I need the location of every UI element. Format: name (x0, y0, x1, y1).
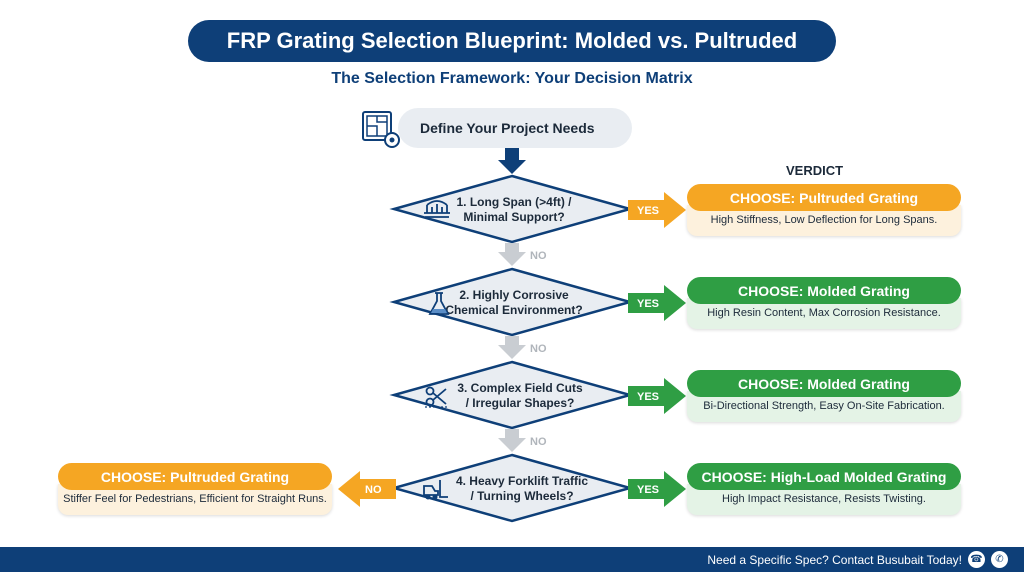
page-title: FRP Grating Selection Blueprint: Molded … (188, 20, 836, 62)
question-4-text: 4. Heavy Forklift Traffic / Turning Whee… (442, 474, 602, 504)
start-down-arrow (498, 148, 526, 174)
question-1-line1: 1. Long Span (>4ft) / (456, 195, 572, 209)
verdict-card-5: CHOOSE: Pultruded Grating Stiffer Feel f… (58, 463, 332, 515)
no-arrow-1 (498, 243, 526, 266)
footer-contact-text: Need a Specific Spec? Contact Busubait T… (707, 553, 962, 567)
decision-diamond-1 (389, 174, 635, 244)
question-1-text: 1. Long Span (>4ft) / Minimal Support? (434, 195, 594, 225)
verdict-1-head: CHOOSE: Pultruded Grating (687, 184, 961, 211)
question-3-line1: 3. Complex Field Cuts (457, 381, 583, 395)
verdict-card-1: CHOOSE: Pultruded Grating High Stiffness… (687, 184, 961, 236)
no-arrow-2 (498, 336, 526, 359)
yes-arrow-3 (628, 378, 686, 414)
verdict-card-2: CHOOSE: Molded Grating High Resin Conten… (687, 277, 961, 329)
start-label: Define Your Project Needs (420, 120, 595, 136)
whatsapp-icon[interactable]: ✆ (991, 551, 1008, 568)
page-subtitle: The Selection Framework: Your Decision M… (331, 70, 693, 87)
question-1-line2: Minimal Support? (463, 210, 565, 224)
question-2-line1: 2. Highly Corrosive (459, 288, 569, 302)
start-node: Define Your Project Needs (360, 108, 632, 148)
forklift-icon (423, 480, 448, 500)
decision-diamond-4 (389, 453, 635, 523)
verdict-3-head: CHOOSE: Molded Grating (687, 370, 961, 397)
no-arrow-3 (498, 429, 526, 452)
verdict-header: VERDICT (786, 163, 844, 178)
yes-arrow-1 (628, 192, 686, 228)
question-2-text: 2. Highly Corrosive Chemical Environment… (434, 288, 594, 318)
yes-label-4: YES (637, 484, 659, 496)
scissors-cut-icon (425, 386, 449, 408)
verdict-4-head: CHOOSE: High-Load Molded Grating (687, 463, 961, 490)
decision-diamond-3 (389, 360, 635, 430)
no-label-2: NO (530, 343, 547, 355)
yes-label-1: YES (637, 205, 659, 217)
start-pill: Define Your Project Needs (398, 108, 632, 148)
footer-bar: Need a Specific Spec? Contact Busubait T… (0, 547, 1024, 572)
question-2-line2: Chemical Environment? (445, 303, 583, 317)
no-arrow-left (338, 471, 396, 507)
question-3-line2: / Irregular Shapes? (465, 396, 575, 410)
yes-arrow-2 (628, 285, 686, 321)
yes-arrow-4 (628, 471, 686, 507)
yes-label-2: YES (637, 298, 659, 310)
blueprint-gear-icon (362, 111, 400, 148)
verdict-2-head: CHOOSE: Molded Grating (687, 277, 961, 304)
bridge-icon (424, 200, 450, 218)
verdict-5-head: CHOOSE: Pultruded Grating (58, 463, 332, 490)
no-label-left: NO (365, 484, 382, 496)
flask-icon (428, 292, 450, 315)
question-4-line1: 4. Heavy Forklift Traffic (455, 474, 589, 488)
question-3-text: 3. Complex Field Cuts / Irregular Shapes… (440, 381, 600, 411)
yes-label-3: YES (637, 391, 659, 403)
phone-icon[interactable]: ☎ (968, 551, 985, 568)
no-label-1: NO (530, 250, 547, 262)
decision-diamond-2 (389, 267, 635, 337)
no-label-3: NO (530, 436, 547, 448)
verdict-card-4: CHOOSE: High-Load Molded Grating High Im… (687, 463, 961, 515)
verdict-card-3: CHOOSE: Molded Grating Bi-Directional St… (687, 370, 961, 422)
question-4-line2: / Turning Wheels? (470, 489, 574, 503)
